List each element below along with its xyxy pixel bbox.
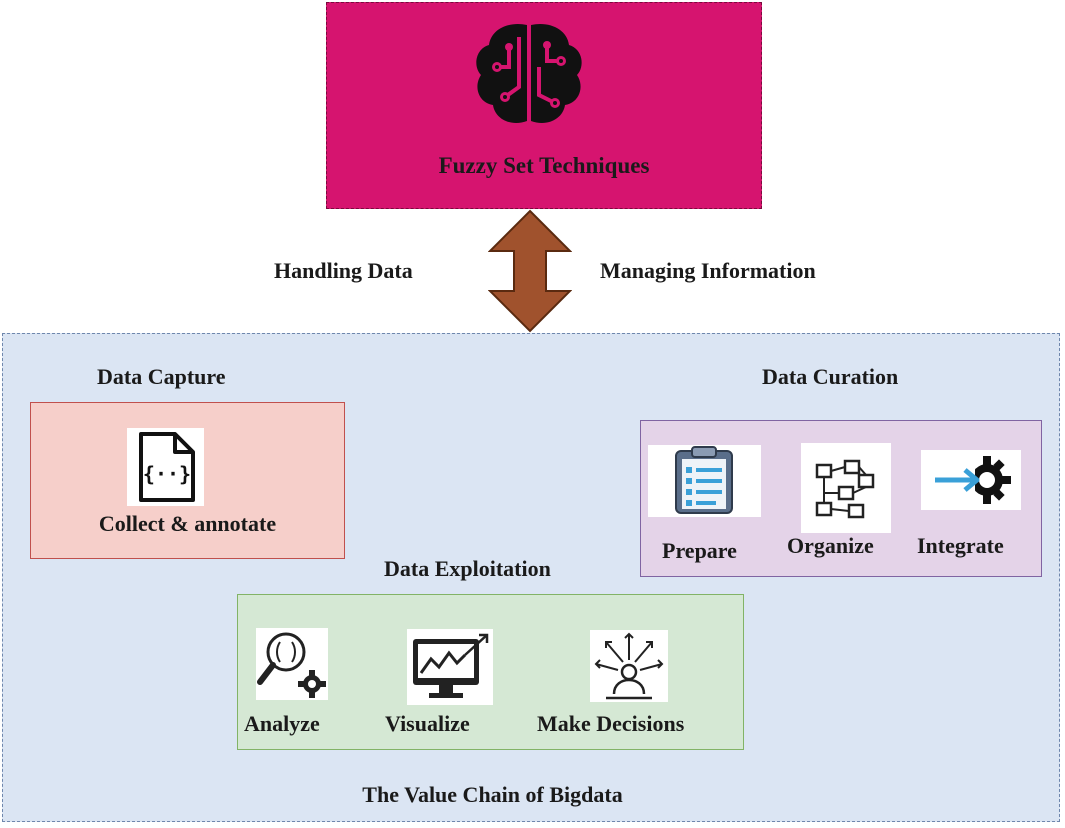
integrate-gear-icon [921, 450, 1021, 510]
visualize-label: Visualize [385, 711, 470, 736]
flowchart-icon [801, 443, 891, 533]
data-curation-title: Data Curation [762, 364, 899, 389]
svg-text:{··}: {··} [143, 462, 191, 486]
clipboard-icon [648, 445, 761, 517]
double-arrow-icon [488, 209, 572, 333]
organize-label: Organize [787, 533, 874, 558]
data-exploitation-title: Data Exploitation [384, 556, 551, 581]
make-decisions-label: Make Decisions [537, 711, 685, 736]
fuzzy-set-techniques-label: Fuzzy Set Techniques [438, 153, 650, 178]
managing-information-label: Managing Information [600, 258, 816, 283]
integrate-label: Integrate [917, 533, 1004, 558]
code-file-icon: {··} [127, 428, 204, 506]
monitor-chart-icon [407, 629, 493, 705]
decision-person-icon [590, 630, 668, 702]
fuzzy-set-techniques-box: Fuzzy Set Techniques [326, 2, 762, 209]
prepare-label: Prepare [662, 538, 737, 563]
brain-circuit-icon [469, 17, 589, 137]
analyze-label: Analyze [244, 711, 320, 736]
handling-data-label: Handling Data [274, 258, 413, 283]
collect-annotate-label: Collect & annotate [98, 511, 277, 536]
data-capture-title: Data Capture [97, 364, 226, 389]
magnifier-gear-icon [256, 628, 328, 700]
value-chain-label: The Value Chain of Bigdata [362, 782, 623, 807]
